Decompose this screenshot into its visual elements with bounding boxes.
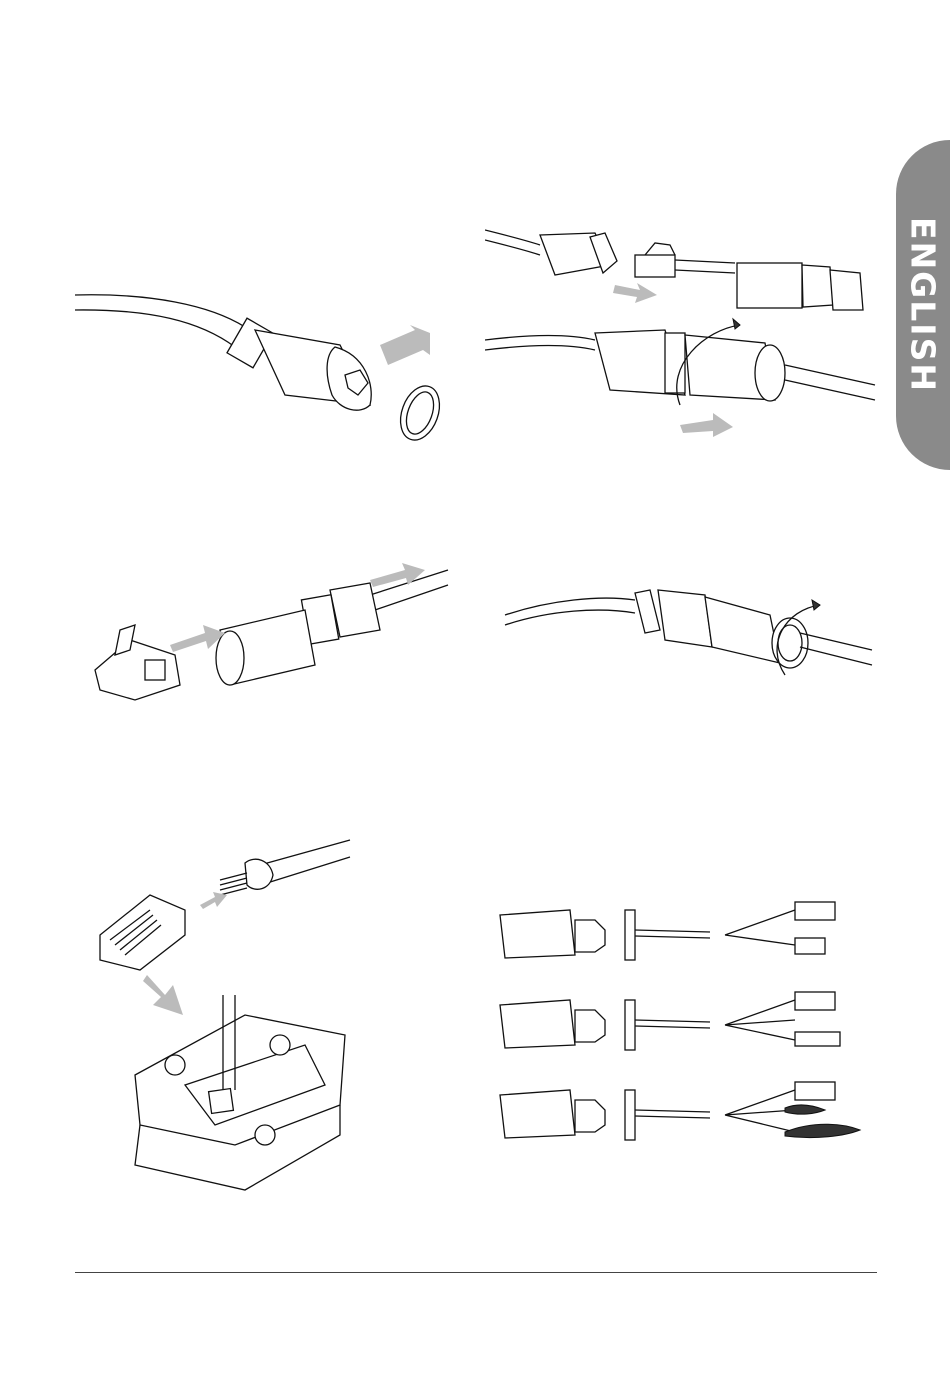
figure-cap-tighten	[500, 585, 875, 685]
figure-waterproof-ring-insertion	[70, 285, 470, 465]
figure-cable-through-sleeve	[80, 555, 450, 715]
footer-divider	[75, 1272, 877, 1273]
figure-rj45-crimping	[95, 835, 355, 1205]
figure-camera-cable-variants	[495, 900, 875, 1150]
language-side-tab-label: ENGLISH	[904, 217, 943, 393]
figure-connector-attach-and-tighten	[485, 215, 880, 440]
